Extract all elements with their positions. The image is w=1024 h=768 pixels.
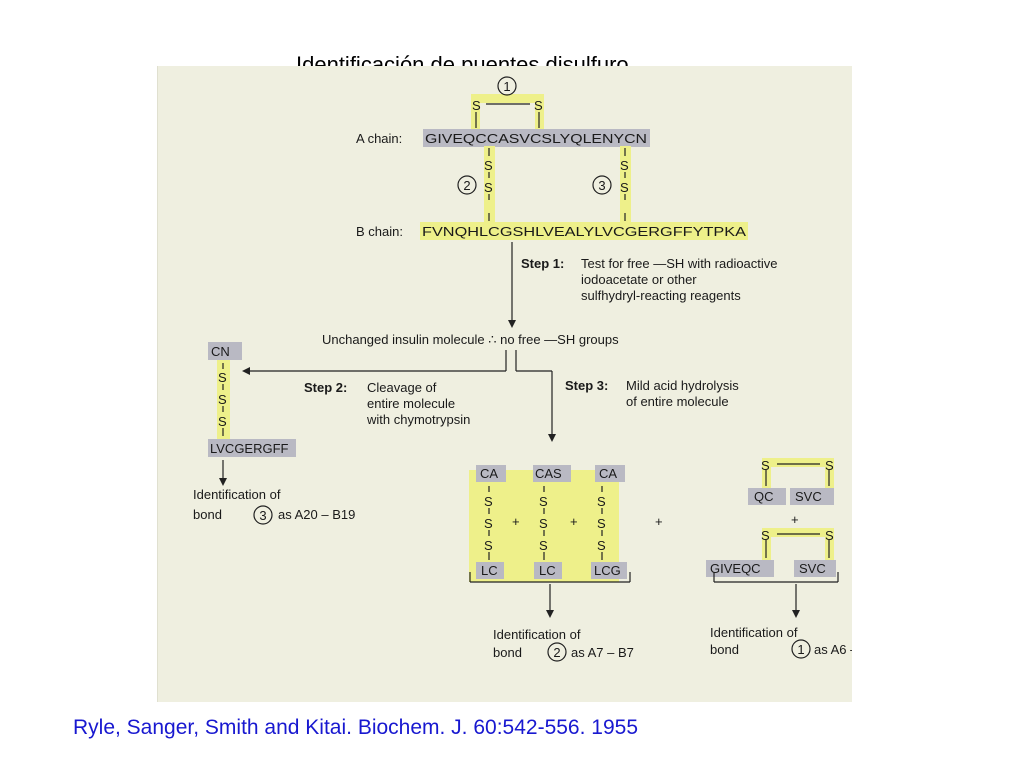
sulfur-label: S bbox=[539, 538, 548, 553]
step2-text: Cleavage of bbox=[367, 380, 437, 395]
sulfur-label: S bbox=[620, 158, 629, 173]
sulfur-label: S bbox=[484, 180, 493, 195]
step1-label: Step 1: bbox=[521, 256, 564, 271]
fragment-lc: LC bbox=[539, 563, 556, 578]
fragment-giveqc: GIVEQC bbox=[710, 561, 761, 576]
identification-bond3: Identification of bbox=[193, 487, 281, 502]
b-chain-sequence: FVNQHLCGSHLVEALYLVCGERGFFYTPKA bbox=[422, 224, 746, 239]
bond-number-1: 1 bbox=[503, 79, 510, 94]
identification-bond2: as A7 – B7 bbox=[571, 645, 634, 660]
sulfur-label: S bbox=[218, 392, 227, 407]
sulfur-label: S bbox=[597, 516, 606, 531]
fragment-lc: LC bbox=[481, 563, 498, 578]
step1-text: sulfhydryl-reacting reagents bbox=[581, 288, 741, 303]
plus-sign: + bbox=[512, 514, 520, 529]
step1-text: iodoacetate or other bbox=[581, 272, 697, 287]
bond-number-3: 3 bbox=[598, 178, 605, 193]
disulfide-diagram: 1 S S A chain: GIVEQCCASVCSLYQLENYCN 2 3… bbox=[193, 76, 852, 662]
plus-sign: + bbox=[655, 514, 663, 529]
step3-label: Step 3: bbox=[565, 378, 608, 393]
fragment-ca: CA bbox=[480, 466, 498, 481]
plus-sign: + bbox=[570, 514, 578, 529]
sulfur-label: S bbox=[218, 414, 227, 429]
b-chain-label: B chain: bbox=[356, 224, 403, 239]
fragment-svc: SVC bbox=[795, 489, 822, 504]
sulfur-label: S bbox=[484, 158, 493, 173]
bond-number-2: 2 bbox=[463, 178, 470, 193]
sulfur-label: S bbox=[484, 494, 493, 509]
sulfur-label: S bbox=[539, 494, 548, 509]
sulfur-label: S bbox=[825, 528, 834, 543]
sulfur-label: S bbox=[539, 516, 548, 531]
fragment-cn: CN bbox=[211, 344, 230, 359]
step1-text: Test for free —SH with radioactive bbox=[581, 256, 778, 271]
sulfur-label: S bbox=[534, 98, 543, 113]
fragment-lvcgergff: LVCGERGFF bbox=[210, 441, 289, 456]
step2-label: Step 2: bbox=[304, 380, 347, 395]
fragment-lcg: LCG bbox=[594, 563, 621, 578]
identification-bond3: bond bbox=[193, 507, 222, 522]
step2-text: entire molecule bbox=[367, 396, 455, 411]
a-chain-sequence: GIVEQCCASVCSLYQLENYCN bbox=[425, 131, 647, 146]
citation-text: Ryle, Sanger, Smith and Kitai. Biochem. … bbox=[73, 716, 639, 739]
bond-number-1: 1 bbox=[797, 642, 804, 657]
connector-lines bbox=[219, 76, 839, 662]
plus-sign: + bbox=[791, 512, 799, 527]
identification-bond1: as A6 – A11 bbox=[814, 642, 852, 657]
fragment-cas: CAS bbox=[535, 466, 562, 481]
step3-text: of entire molecule bbox=[626, 394, 729, 409]
bond-number-2: 2 bbox=[553, 645, 560, 660]
sulfur-label: S bbox=[825, 458, 834, 473]
sulfur-label: S bbox=[620, 180, 629, 195]
identification-bond2: Identification of bbox=[493, 627, 581, 642]
step2-text: with chymotrypsin bbox=[366, 412, 470, 427]
sulfur-label: S bbox=[761, 528, 770, 543]
sulfur-label: S bbox=[597, 494, 606, 509]
fragment-ca: CA bbox=[599, 466, 617, 481]
diagram-text: 1 S S A chain: GIVEQCCASVCSLYQLENYCN 2 3… bbox=[193, 79, 852, 660]
unchanged-insulin-text: Unchanged insulin molecule ∴ no free —SH… bbox=[322, 332, 619, 347]
sulfur-label: S bbox=[597, 538, 606, 553]
sulfur-label: S bbox=[484, 538, 493, 553]
highlight-boxes bbox=[208, 94, 836, 582]
a-chain-label: A chain: bbox=[356, 131, 402, 146]
fragment-svc: SVC bbox=[799, 561, 826, 576]
sulfur-label: S bbox=[472, 98, 481, 113]
identification-bond1: bond bbox=[710, 642, 739, 657]
identification-bond2: bond bbox=[493, 645, 522, 660]
identification-bond1: Identification of bbox=[710, 625, 798, 640]
sulfur-label: S bbox=[761, 458, 770, 473]
sulfur-label: S bbox=[218, 370, 227, 385]
step3-text: Mild acid hydrolysis bbox=[626, 378, 739, 393]
sulfur-label: S bbox=[484, 516, 493, 531]
fragment-qc: QC bbox=[754, 489, 774, 504]
scanned-figure: 1 S S A chain: GIVEQCCASVCSLYQLENYCN 2 3… bbox=[157, 66, 852, 702]
identification-bond3: as A20 – B19 bbox=[278, 507, 355, 522]
bond-number-3: 3 bbox=[259, 508, 266, 523]
